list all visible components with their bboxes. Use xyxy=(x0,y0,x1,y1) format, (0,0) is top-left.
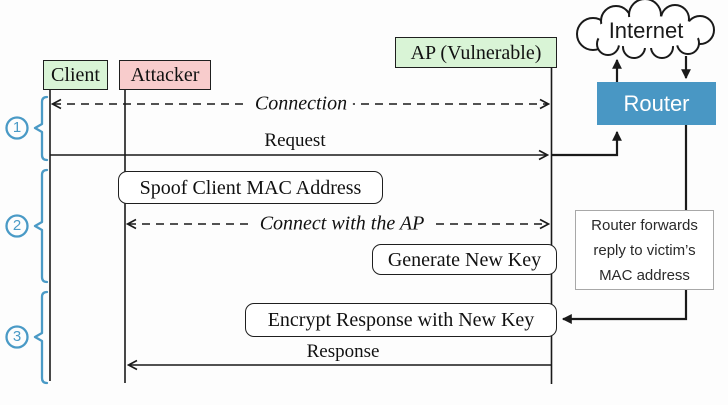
step-2-circle xyxy=(5,214,29,238)
router-forward-arrow xyxy=(561,125,688,324)
connect-ap-label: Connect with the AP xyxy=(253,212,431,236)
router-forwards-note: Router forwards reply to victim’s MAC ad… xyxy=(575,210,714,290)
step-2-number: 2 xyxy=(12,216,22,234)
client-label: Client xyxy=(51,64,100,86)
step-1-bracket xyxy=(33,95,49,162)
note-line-2: reply to victim’s xyxy=(593,241,696,259)
client-actor-box: Client xyxy=(43,60,108,90)
ap-label: AP (Vulnerable) xyxy=(410,41,542,64)
spoof-mac-label: Spoof Client MAC Address xyxy=(139,176,362,199)
encrypt-response-label: Encrypt Response with New Key xyxy=(267,309,535,331)
attacker-actor-box: Attacker xyxy=(119,60,211,90)
generate-key-box: Generate New Key xyxy=(372,244,557,275)
step-3-circle xyxy=(5,325,29,349)
step-2-bracket xyxy=(33,168,49,284)
internet-cloud xyxy=(576,0,715,59)
encrypt-response-box: Encrypt Response with New Key xyxy=(245,303,557,337)
ap-actor-box: AP (Vulnerable) xyxy=(395,37,557,68)
spoof-mac-box: Spoof Client MAC Address xyxy=(118,171,383,204)
step-1-circle xyxy=(5,116,29,140)
request-to-router-arrow xyxy=(551,130,622,157)
step-1-number: 1 xyxy=(12,118,22,136)
attacker-label: Attacker xyxy=(130,64,200,86)
response-label: Response xyxy=(306,341,380,362)
connection-label: Connection xyxy=(248,92,354,116)
request-label: Request xyxy=(264,130,326,151)
step-3-number: 3 xyxy=(12,327,22,345)
generate-key-label: Generate New Key xyxy=(387,248,542,271)
router-label: Router xyxy=(623,90,690,116)
router-box: Router xyxy=(597,82,716,125)
note-line-3: MAC address xyxy=(599,266,690,284)
step-3-bracket xyxy=(33,290,49,385)
internet-label: Internet xyxy=(608,18,684,43)
note-line-1: Router forwards xyxy=(591,216,698,234)
